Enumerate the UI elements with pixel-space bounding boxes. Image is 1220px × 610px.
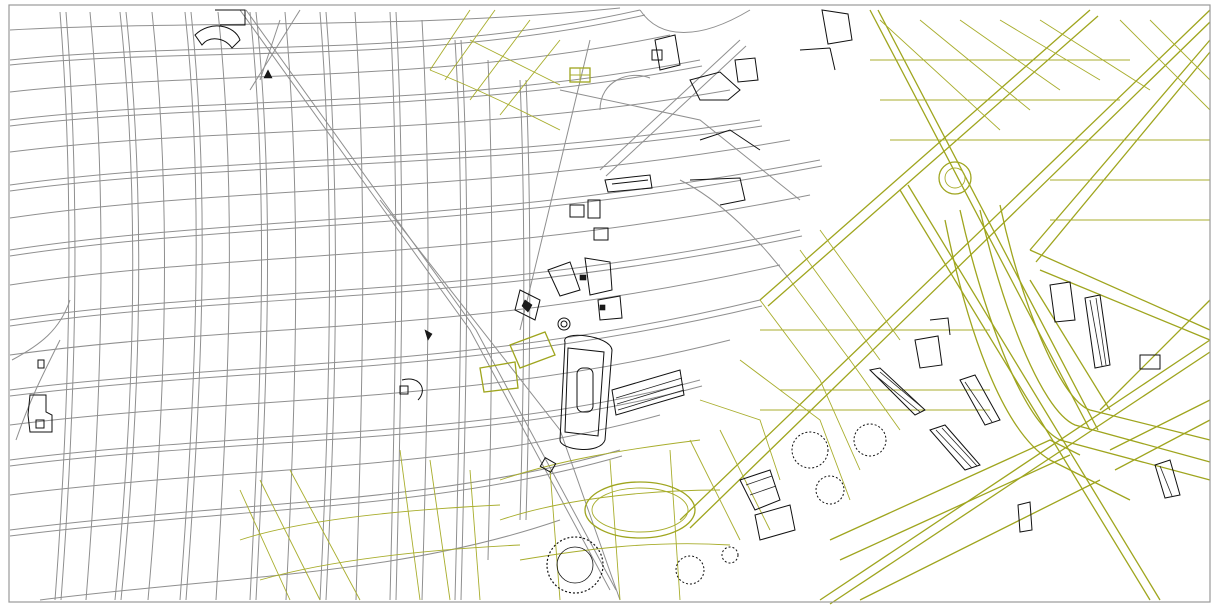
hatched-blocks-east — [739, 281, 1181, 541]
map-frame — [8, 4, 1211, 603]
building-footprints — [27, 9, 1181, 594]
hatched-hall — [611, 369, 685, 416]
new-city-street-grid — [239, 9, 1211, 605]
old-city-street-grid — [9, 7, 823, 601]
ornamental-gardens — [546, 423, 887, 594]
